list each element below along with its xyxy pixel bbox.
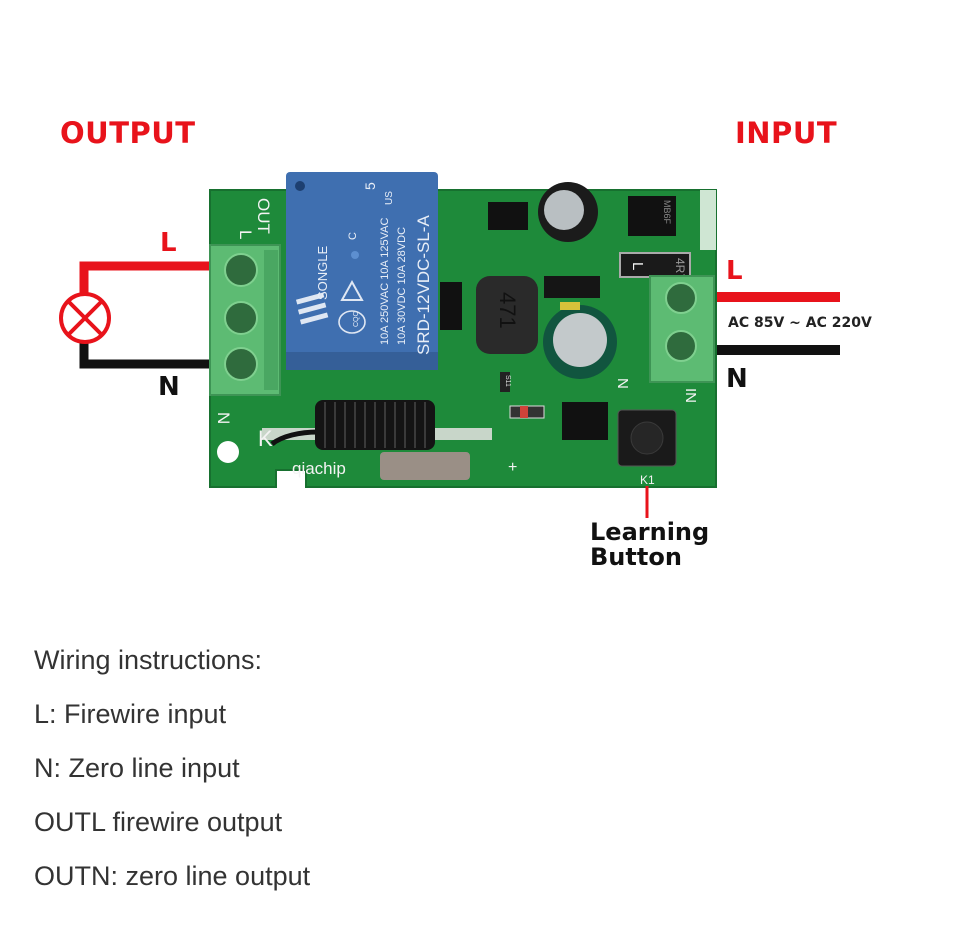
wiring-diagram: SONGLE CQC C 5 US 10A 250VAC 10A 125VAC …: [59, 172, 840, 518]
svg-text:MB6F: MB6F: [662, 200, 672, 225]
power-resistor: 4R7: [619, 252, 691, 280]
learning-button-line2: Button: [590, 543, 682, 571]
relay-c-mark: C: [347, 232, 359, 240]
capacitor: [543, 302, 617, 379]
silk-in-l: L: [629, 262, 646, 270]
screw-terminal[interactable]: [224, 253, 258, 287]
screw-terminal[interactable]: [665, 282, 697, 314]
relay-rating-1: 10A 250VAC 10A 125VAC: [379, 218, 391, 345]
input-terminal-block[interactable]: [649, 275, 715, 383]
input-neutral-label: N: [726, 364, 748, 394]
transistor: [440, 282, 462, 330]
silk-k: K: [258, 426, 273, 451]
smd-component: [500, 372, 510, 392]
input-voltage-range: AC 85V ~ AC 220V: [728, 315, 872, 331]
input-heading: INPUT: [735, 116, 838, 150]
input-live-label: L: [726, 256, 743, 286]
ic-chip: [488, 202, 528, 230]
relay-rating-2: 10A 30VDC 10A 28VDC: [396, 227, 408, 345]
instruction-item: OUTN: zero line output: [34, 861, 311, 891]
silk-in: IN: [682, 388, 699, 403]
svg-text:4R7: 4R7: [673, 258, 687, 280]
instruction-item: N: Zero line input: [34, 753, 240, 783]
silk-out-n: N: [214, 412, 233, 424]
instruction-item: L: Firewire input: [34, 699, 227, 729]
silk-brand: qiachip: [292, 459, 346, 478]
output-live-wire: [79, 261, 212, 300]
input-neutral-wire: [710, 345, 840, 355]
relay-model: SRD-12VDC-SL-A: [414, 215, 433, 355]
relay-brand: SONGLE: [315, 245, 330, 300]
learning-button-line1: Learning: [590, 518, 710, 546]
antenna-coil: [262, 400, 492, 450]
output-neutral-label: N: [158, 372, 180, 402]
lamp-icon: [59, 292, 111, 344]
inductor: 471: [476, 276, 538, 354]
silk-out-l: L: [236, 230, 255, 239]
bridge-rectifier: MB6F: [628, 196, 676, 236]
instruction-item: OUTL firewire output: [34, 807, 283, 837]
output-heading: OUTPUT: [60, 116, 196, 150]
relay-us-mark: US: [384, 191, 395, 205]
svg-text:S11: S11: [504, 375, 511, 387]
screw-terminal[interactable]: [665, 330, 697, 362]
capacitor: [538, 182, 598, 242]
input-live-wire: [710, 292, 840, 302]
output-terminal-block[interactable]: [209, 244, 281, 396]
screw-terminal[interactable]: [224, 301, 258, 335]
instructions-title: Wiring instructions:: [34, 645, 263, 675]
relay: SONGLE CQC C 5 US 10A 250VAC 10A 125VAC …: [286, 172, 438, 370]
output-neutral-wire: [79, 338, 212, 369]
screw-terminal[interactable]: [224, 347, 258, 381]
crystal-oscillator: [380, 452, 470, 480]
svg-text:471: 471: [495, 292, 520, 329]
silk-plus: +: [508, 459, 517, 476]
silk-out: OUT: [254, 198, 273, 234]
ic-chip: [562, 402, 608, 440]
mounting-hole: [217, 441, 239, 463]
learning-button-label: Learning Button: [590, 520, 709, 570]
diode: [544, 276, 600, 298]
silk-k1: K1: [640, 473, 655, 487]
learning-tact-switch[interactable]: [617, 409, 677, 467]
relay-cqc-mark: CQC: [353, 311, 360, 327]
output-live-label: L: [160, 228, 177, 258]
silk-in-n: N: [614, 378, 631, 389]
relay-mark-5: 5: [362, 182, 378, 190]
